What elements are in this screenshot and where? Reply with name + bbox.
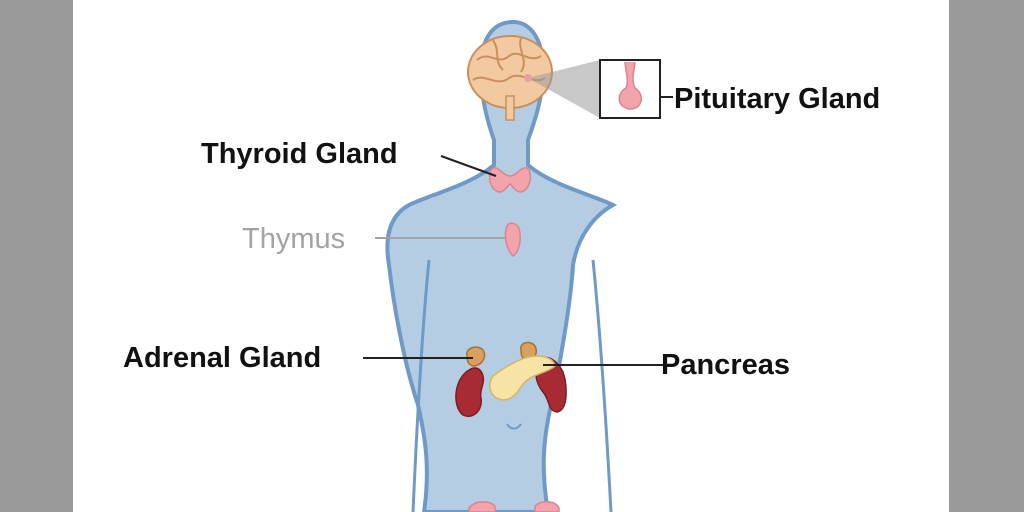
label-pituitary-gland: Pituitary Gland — [674, 83, 881, 115]
label-adrenal-gland: Adrenal Gland — [123, 342, 322, 374]
thyroid-gland — [488, 167, 532, 193]
body-silhouette — [385, 19, 618, 512]
label-thyroid-gland: Thyroid Gland — [201, 138, 398, 170]
pancreas — [489, 355, 556, 401]
navel — [506, 423, 522, 430]
pituitary-inset — [599, 59, 661, 119]
adrenal-gland-left — [466, 346, 486, 367]
lower-gland-left — [468, 501, 496, 512]
thyroid-leader — [440, 155, 497, 177]
right-arm-edge — [591, 259, 613, 512]
thymus — [504, 222, 521, 257]
label-pancreas: Pancreas — [661, 349, 790, 381]
lower-gland-right — [534, 501, 560, 512]
brain — [467, 35, 553, 121]
left-kidney — [455, 346, 486, 417]
zoom-wedge — [528, 60, 600, 118]
diagram-frame: Pituitary Gland Thyroid Gland Thymus Adr… — [73, 0, 949, 512]
anatomy-illustration — [363, 19, 673, 512]
pituitary-dot — [524, 74, 532, 82]
label-thymus: Thymus — [242, 223, 346, 255]
left-arm-edge — [411, 259, 431, 512]
